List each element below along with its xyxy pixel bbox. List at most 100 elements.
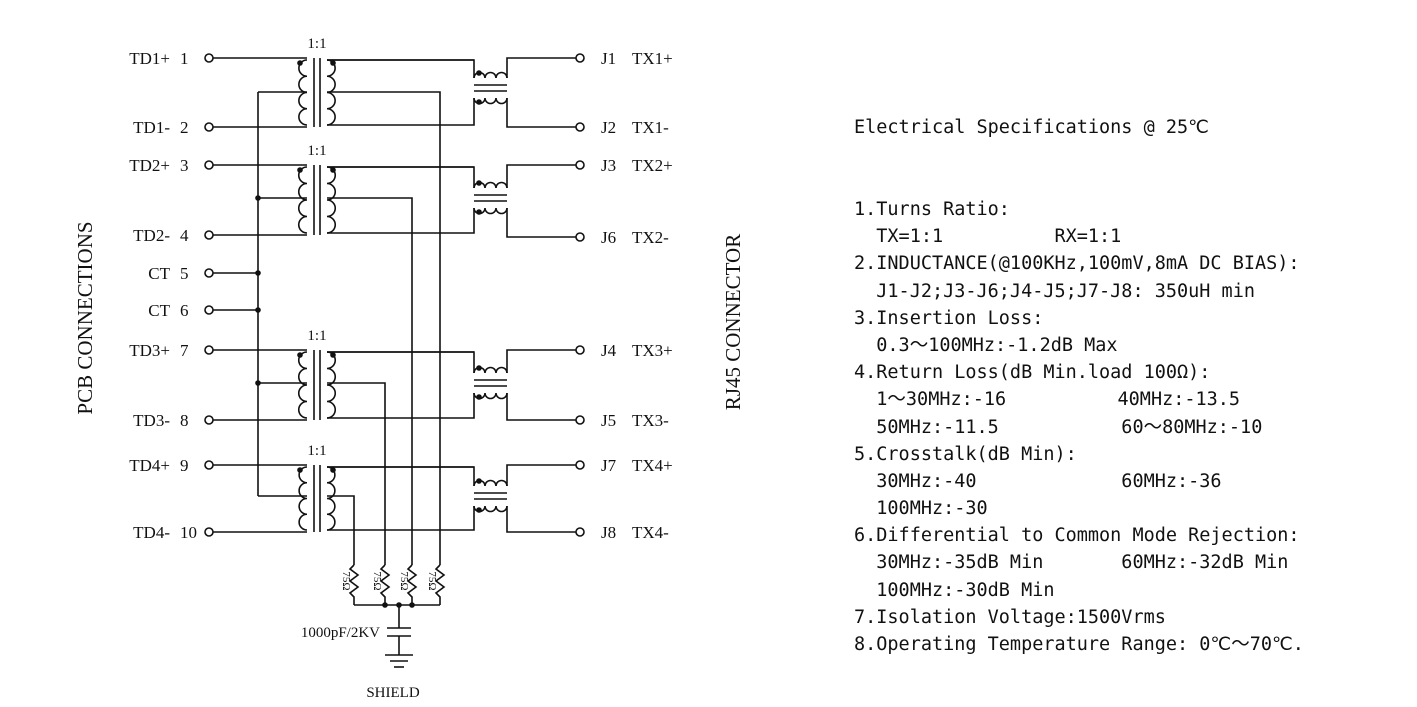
junction-dot: [476, 507, 482, 513]
transformer-winding: [298, 59, 308, 126]
pin-name: TD4-: [133, 523, 170, 542]
pin-name: CT: [148, 301, 170, 320]
pin-terminal: [575, 53, 585, 63]
pin-terminal: [204, 160, 214, 170]
turns-ratio: 1:1: [307, 328, 326, 344]
turns-ratio: 1:1: [307, 443, 326, 459]
transformer: 1:1: [297, 328, 336, 420]
junction-dot: [255, 270, 261, 276]
pin-name: TD3-: [133, 411, 170, 430]
pin-signal: TX3-: [632, 411, 669, 430]
pin-terminal: [575, 345, 585, 355]
left-pin: CT 6: [148, 301, 214, 320]
pin-terminal: [204, 268, 214, 278]
resistor-symbol: [379, 564, 391, 605]
pin-name: TD1+: [129, 49, 170, 68]
pin-terminal: [575, 122, 585, 132]
wiring: [213, 57, 475, 565]
transformer-winding: [326, 166, 336, 234]
spec-line: TX=1:1 RX=1:1: [854, 226, 1122, 248]
pin-name: J5: [601, 411, 616, 430]
pin-terminal: [575, 232, 585, 242]
transformer-winding: [326, 466, 336, 531]
left-pin: TD1+1: [129, 49, 214, 68]
pin-number: 5: [180, 264, 189, 283]
wire: [327, 506, 475, 531]
pin-terminal: [204, 305, 214, 315]
pin-name: TD4+: [129, 456, 170, 475]
junction-dot: [476, 70, 482, 76]
spec-line: 4.Return Loss(dB Min.load 100Ω):: [854, 362, 1211, 384]
pin-name: J4: [601, 341, 617, 360]
wire: [506, 164, 576, 188]
wire: [327, 208, 475, 234]
pin-name: TD2+: [129, 156, 170, 175]
junction-dot: [476, 99, 482, 105]
spec-line: 6.Differential to Common Mode Rejection:: [854, 525, 1300, 547]
termination-resistor: 75Ω: [426, 564, 446, 605]
pin-signal: TX2-: [632, 228, 669, 247]
junction-dot: [330, 167, 336, 173]
pin-number: 10: [180, 523, 197, 542]
wire: [506, 208, 576, 238]
pin-number: 9: [180, 456, 189, 475]
transformer: 1:1: [297, 36, 336, 127]
pin-terminal: [204, 122, 214, 132]
junction-dot: [330, 60, 336, 66]
junction-dot: [409, 602, 415, 608]
pin-number: 2: [180, 118, 189, 137]
pin-terminal: [575, 160, 585, 170]
pin-number: 6: [180, 301, 189, 320]
junction-dot: [255, 195, 261, 201]
pcb-connections-label: PCB CONNECTIONS: [73, 221, 97, 414]
pin-signal: TX1+: [632, 49, 673, 68]
wire: [327, 382, 386, 565]
common-mode-choke: [473, 164, 576, 238]
spec-line: 8.Operating Temperature Range: 0℃～70℃.: [854, 634, 1304, 655]
resistor-value: 75Ω: [371, 571, 383, 590]
pin-terminal: [204, 527, 214, 537]
pin-name: J8: [601, 523, 616, 542]
common-mode-choke: [473, 464, 576, 533]
pin-number: 4: [180, 226, 189, 245]
resistor-value: 75Ω: [426, 571, 438, 590]
right-pin: J5 TX3-: [575, 411, 669, 430]
pin-name: J6: [601, 228, 616, 247]
pin-signal: TX4+: [632, 456, 673, 475]
pin-number: 7: [180, 341, 189, 360]
pin-terminal: [204, 230, 214, 240]
spec-line: 50MHz:-11.5 60～80MHz:-10: [854, 416, 1263, 438]
specs-title: Electrical Specifications @ 25℃: [854, 117, 1209, 139]
wire: [506, 98, 576, 128]
common-mode-choke: [473, 349, 576, 421]
termination-resistor: 75Ω: [340, 564, 360, 605]
transformer-winding: [298, 466, 308, 531]
transformer-winding: [298, 166, 308, 234]
left-pin: TD4- 10: [133, 523, 214, 542]
pin-terminal: [575, 460, 585, 470]
spec-line: 5.Crosstalk(dB Min):: [854, 443, 1077, 465]
junction-dot: [255, 307, 261, 313]
right-pin: J6 TX2-: [575, 228, 669, 247]
pin-name: J2: [601, 118, 616, 137]
resistor-symbol: [406, 564, 418, 605]
transformer-group: 1:11:11:11:1: [297, 36, 336, 532]
termination-resistor: 75Ω: [371, 564, 391, 605]
rj45-connector-label: RJ45 CONNECTOR: [721, 234, 745, 410]
pin-terminal: [204, 345, 214, 355]
spec-line: 1～30MHz:-16 40MHz:-13.5: [854, 389, 1241, 411]
junction-dot: [476, 180, 482, 186]
pin-name: J3: [601, 156, 616, 175]
junction-dot: [382, 602, 388, 608]
pin-name: J7: [601, 456, 617, 475]
wire: [506, 349, 576, 373]
